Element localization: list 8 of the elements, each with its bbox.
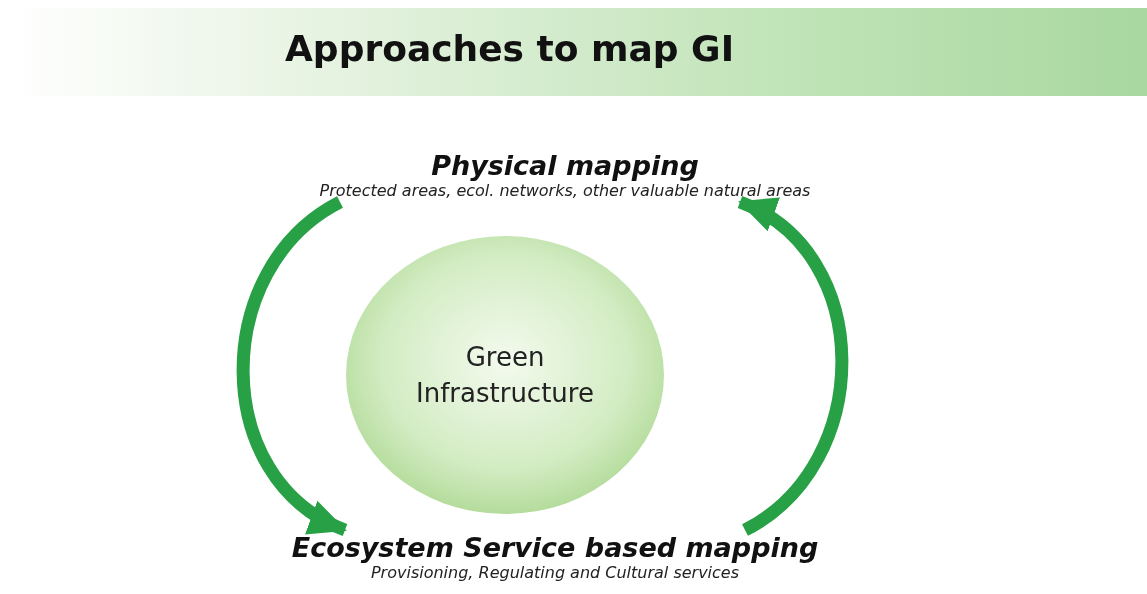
curved-arrow [737,196,849,536]
subtitle-text: Provisioning, Regulating and Cultural services [370,563,740,582]
subtitle-text: Protected areas, ecol. networks, other valuable natural areas [319,181,811,200]
curved-arrow [236,196,348,536]
heading-text: Physical mapping [431,150,699,181]
node-label: Green Infrastructure [415,340,595,410]
diagram-title: Approaches to map GI [285,28,735,69]
heading-text: Ecosystem Service based mapping [291,532,819,563]
